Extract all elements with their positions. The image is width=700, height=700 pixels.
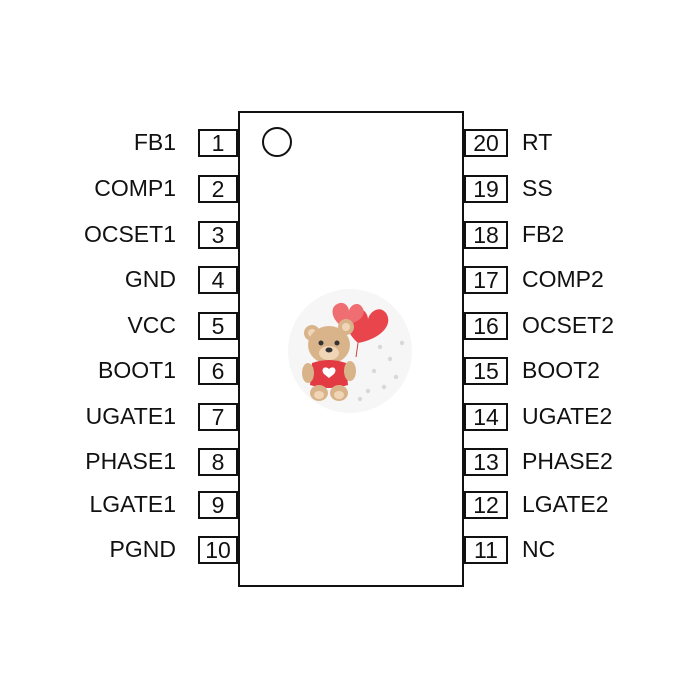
pin-number-16: 16 [464,312,508,340]
pin-label-vcc: VCC [127,312,176,338]
pin-number-11: 11 [464,536,508,564]
pin-label-ss: SS [522,175,553,201]
pin-number-13: 13 [464,448,508,476]
pin-label-nc: NC [522,536,556,562]
pin-label-fb1: FB1 [133,129,176,155]
pin-number-5: 5 [198,312,238,340]
pin1-marker-circle-icon [262,127,292,157]
pin-label-comp2: COMP2 [522,266,604,292]
pin-label-lgate1: LGATE1 [89,491,177,517]
pin-label-ugate2: UGATE2 [522,403,613,429]
pin-label-ocset2: OCSET2 [522,312,615,338]
pin-number-20: 20 [464,129,508,157]
pin-number-7: 7 [198,403,238,431]
pin-label-boot2: BOOT2 [522,357,600,383]
pin-label-phase2: PHASE2 [522,448,613,474]
pin-number-8: 8 [198,448,238,476]
pin-number-12: 12 [464,491,508,519]
pin-label-boot1: BOOT1 [98,357,176,383]
pin-number-15: 15 [464,357,508,385]
pin-number-17: 17 [464,266,508,294]
pin-number-10: 10 [198,536,238,564]
pin-number-18: 18 [464,221,508,249]
pin-number-9: 9 [198,491,238,519]
pin-number-3: 3 [198,221,238,249]
pin-label-lgate2: LGATE2 [522,491,609,517]
pin-number-19: 19 [464,175,508,203]
pin-label-pgnd: PGND [109,536,176,562]
pin-number-1: 1 [198,129,238,157]
pin-label-ocset1: OCSET1 [83,221,176,247]
pin-number-6: 6 [198,357,238,385]
pin-label-fb2: FB2 [522,221,565,247]
pin-label-phase1: PHASE1 [85,448,176,474]
pin-number-4: 4 [198,266,238,294]
pin-number-14: 14 [464,403,508,431]
pin-label-comp1: COMP1 [94,175,176,201]
pin-label-gnd: GND [124,266,176,292]
pin-label-rt: RT [522,129,553,155]
pin-number-2: 2 [198,175,238,203]
pin-label-ugate1: UGATE1 [85,403,176,429]
teddy-bear-with-heart-balloons-icon [288,289,412,413]
